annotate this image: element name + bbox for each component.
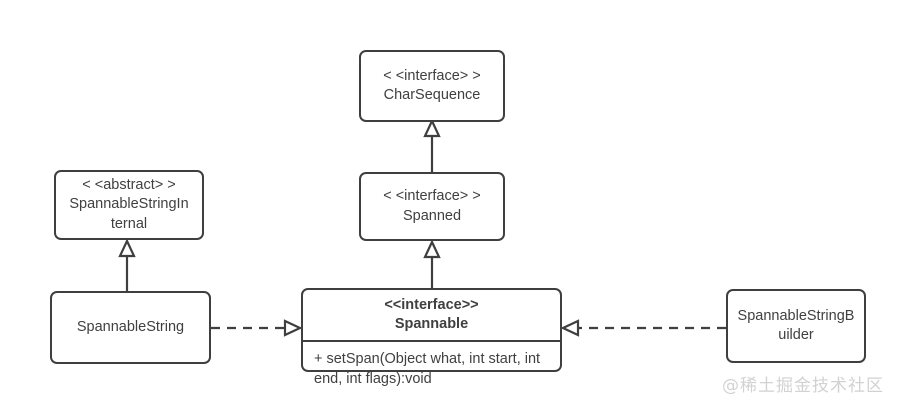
class-node-spanned[interactable]: < <interface> > Spanned <box>359 172 505 241</box>
class-header-compartment: <<interface>> Spannable <box>303 290 560 343</box>
edge-spanned-to-charsequence <box>423 118 441 172</box>
edge-spannablestring-to-internal <box>118 238 136 291</box>
edge-spannablestringbuilder-to-spannable <box>560 319 726 337</box>
stereotype-label: < <abstract> > <box>82 177 176 194</box>
class-node-spannable[interactable]: <<interface>> Spannable + setSpan(Object… <box>301 288 562 387</box>
edge-spannablestring-to-spannable <box>211 319 303 337</box>
class-node-spannable-string[interactable]: SpannableString <box>50 291 211 364</box>
class-node-spannable-string-internal[interactable]: < <abstract> > SpannableStringIn ternal <box>54 170 204 240</box>
class-name-label: SpannableStringB uilder <box>737 307 855 343</box>
class-node-charsequence[interactable]: < <interface> > CharSequence <box>359 50 505 122</box>
class-name-label: Spanned <box>402 207 462 224</box>
operation-set-span: + setSpan(Object what, int start, int en… <box>314 351 541 388</box>
class-node-spannable-string-builder[interactable]: SpannableStringB uilder <box>726 289 866 363</box>
stereotype-label: < <interface> > <box>383 67 481 84</box>
watermark-label: @稀土掘金技术社区 <box>722 376 884 396</box>
class-name-label: SpannableStringIn ternal <box>69 196 189 232</box>
class-name-label: SpannableString <box>76 318 185 335</box>
stereotype-label: < <interface> > <box>383 188 481 205</box>
stereotype-label: <<interface>> <box>384 297 479 313</box>
class-operations-compartment: + setSpan(Object what, int start, int en… <box>303 342 560 395</box>
class-name-label: CharSequence <box>383 87 481 103</box>
edge-spannable-to-spanned <box>423 239 441 288</box>
class-name-label: Spannable <box>394 316 469 333</box>
